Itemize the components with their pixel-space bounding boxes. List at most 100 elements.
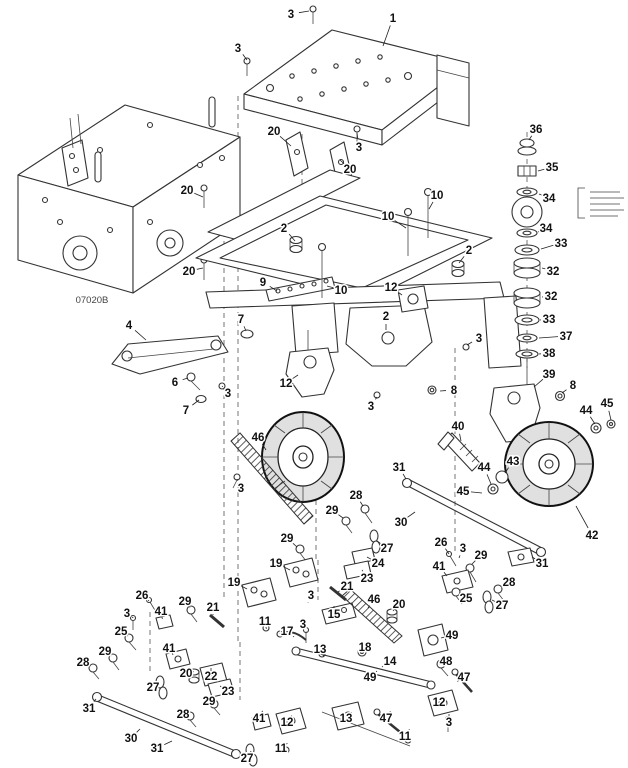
linkage-right-parts — [441, 547, 535, 614]
leader-line-25 — [459, 433, 462, 442]
leader-line-1 — [382, 25, 391, 47]
callout-48: 48 — [440, 656, 453, 668]
leader-line-47 — [359, 501, 364, 507]
callout-18: 18 — [359, 642, 372, 654]
callout-41: 41 — [253, 713, 266, 725]
leader-line-10 — [458, 256, 465, 264]
callout-26: 26 — [435, 537, 448, 549]
leader-lines — [89, 10, 612, 754]
callout-41: 41 — [433, 561, 446, 573]
leader-line-63 — [240, 585, 248, 590]
callout-3: 3 — [225, 388, 231, 400]
leader-line-55 — [531, 556, 536, 560]
callout-12: 12 — [280, 378, 293, 390]
leader-line-75 — [375, 670, 378, 673]
leader-line-77 — [438, 662, 443, 665]
callout-42: 42 — [586, 530, 599, 542]
callout-41: 41 — [163, 643, 176, 655]
callout-49: 49 — [446, 630, 459, 642]
leader-line-53 — [471, 560, 476, 565]
leader-line-43 — [486, 474, 492, 485]
callout-30: 30 — [125, 733, 138, 745]
leader-line-24 — [375, 396, 378, 400]
callout-47: 47 — [380, 713, 393, 725]
callout-28: 28 — [503, 577, 516, 589]
callout-3: 3 — [124, 608, 130, 620]
callout-11: 11 — [399, 731, 412, 743]
callout-28: 28 — [350, 490, 363, 502]
callout-1: 1 — [390, 13, 397, 25]
leader-line-9 — [288, 233, 296, 242]
callout-31: 31 — [536, 558, 549, 570]
callout-3: 3 — [460, 543, 466, 555]
callout-15: 15 — [328, 609, 341, 621]
callout-3: 3 — [288, 9, 294, 21]
callout-39: 39 — [543, 369, 556, 381]
leader-line-4 — [356, 132, 359, 140]
callout-11: 11 — [259, 616, 272, 628]
callout-46: 46 — [252, 432, 265, 444]
spring-main — [230, 432, 314, 525]
leader-line-101 — [348, 712, 352, 716]
callout-6: 6 — [172, 377, 178, 389]
callout-21: 21 — [207, 602, 220, 614]
callout-29: 29 — [475, 550, 488, 562]
callout-29: 29 — [99, 646, 112, 658]
leader-line-32 — [540, 244, 554, 250]
callout-44: 44 — [580, 405, 593, 417]
leader-line-99 — [284, 742, 288, 746]
callout-40: 40 — [452, 421, 465, 433]
drawing-code: 07020B — [76, 295, 109, 306]
callout-44: 44 — [478, 462, 491, 474]
leader-line-11 — [196, 267, 204, 270]
leader-line-79 — [147, 599, 150, 602]
leader-line-14 — [397, 291, 403, 296]
leader-line-2 — [242, 54, 248, 61]
callout-10: 10 — [431, 190, 444, 202]
leader-line-17 — [134, 329, 147, 341]
leader-line-54 — [443, 571, 448, 577]
leader-line-19 — [182, 377, 189, 381]
leader-line-22 — [292, 374, 299, 379]
idler-bar-right — [401, 477, 547, 558]
callout-10: 10 — [382, 211, 395, 223]
center-caster — [232, 330, 345, 503]
tire-tread — [262, 412, 344, 502]
lift-arm — [111, 329, 254, 404]
callout-29: 29 — [326, 505, 339, 517]
leader-line-64 — [337, 590, 341, 593]
callout-3: 3 — [308, 590, 314, 602]
leader-line-7 — [428, 201, 434, 210]
callout-10: 10 — [335, 285, 348, 297]
callout-20: 20 — [268, 126, 281, 138]
leader-line-8 — [394, 220, 407, 229]
leader-line-102 — [387, 711, 391, 716]
frame-hardware — [265, 187, 470, 399]
leader-line-49 — [407, 511, 416, 518]
leader-line-59 — [366, 556, 372, 560]
callout-19: 19 — [228, 577, 241, 589]
leader-line-97 — [259, 710, 263, 717]
callout-46: 46 — [368, 594, 381, 606]
leader-line-52 — [458, 555, 461, 559]
leader-line-74 — [381, 665, 384, 668]
callout-41: 41 — [155, 606, 168, 618]
callout-28: 28 — [177, 709, 190, 721]
callout-32: 32 — [547, 266, 560, 278]
callout-38: 38 — [543, 348, 556, 360]
callout-43: 43 — [507, 456, 520, 468]
callout-33: 33 — [543, 314, 556, 326]
callout-20: 20 — [183, 266, 196, 278]
leader-line-39 — [561, 389, 567, 394]
callout-34: 34 — [540, 223, 553, 235]
leader-line-38 — [533, 378, 544, 388]
callout-17: 17 — [281, 626, 294, 638]
callout-11: 11 — [275, 743, 288, 755]
callout-29: 29 — [179, 596, 192, 608]
leader-line-50 — [376, 540, 381, 544]
callout-13: 13 — [340, 713, 353, 725]
callout-28: 28 — [77, 657, 90, 669]
callout-27: 27 — [241, 753, 254, 765]
